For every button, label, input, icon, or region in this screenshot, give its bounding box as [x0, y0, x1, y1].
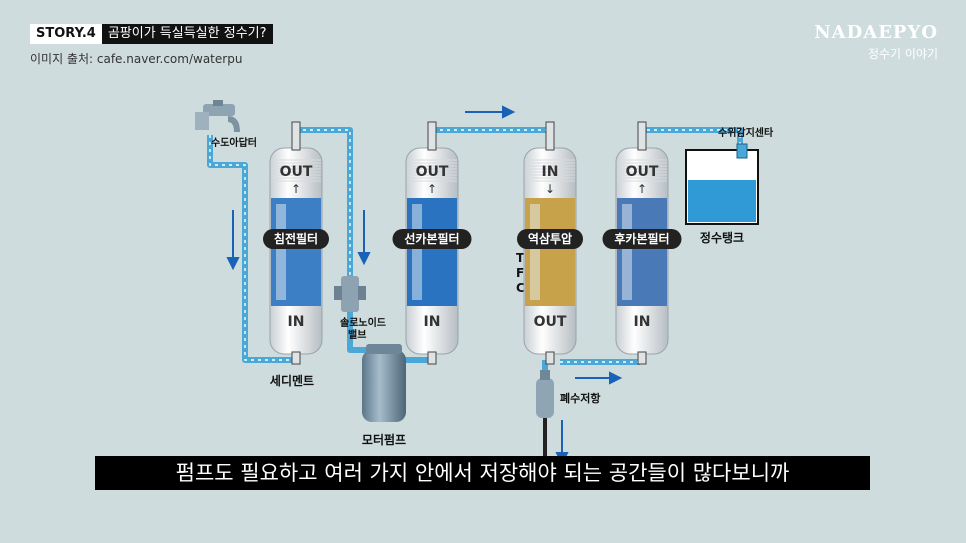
sediment-label: 세디멘트	[270, 373, 314, 388]
story-title: 곰팡이가 득실득실한 정수기?	[101, 24, 273, 44]
filter-cartridges: OUT ↑ IN 침전필터 OUT ↑ IN 선카본필터 IN ↓ OUT 역삼투압 OUT ↑ IN 후카본…	[263, 121, 682, 365]
filter-bottom-label: IN	[288, 314, 305, 330]
story-header: STORY.4 곰팡이가 득실득실한 정수기?	[30, 24, 273, 44]
filter-top-label: IN	[542, 164, 559, 180]
flow-direction-arrow: ↑	[427, 182, 437, 196]
motor-pump-icon	[362, 344, 406, 422]
filter-name: 후카본필터	[614, 231, 669, 246]
flow-direction-arrow: ↑	[637, 182, 647, 196]
brand-logo: NADAEPYO 정수기 이야기	[814, 22, 938, 62]
tank-label: 정수탱크	[700, 230, 744, 245]
filter-name: 선카본필터	[404, 231, 459, 246]
filter-bottom-label: IN	[634, 314, 651, 330]
filter-bottom-label: IN	[424, 314, 441, 330]
filter-cartridge: IN ↓ OUT 역삼투압	[517, 121, 583, 365]
water-tank-icon	[685, 143, 759, 225]
faucet-icon	[195, 100, 240, 132]
filter-name-pill	[517, 229, 583, 249]
pipe-dashes	[209, 129, 741, 363]
filter-name: 침전필터	[274, 231, 318, 246]
filter-name-pill	[602, 229, 682, 249]
check-valve-icon	[536, 370, 554, 418]
filter-name: 역삼투압	[528, 231, 572, 246]
filter-name-pill	[392, 229, 472, 249]
brand-subtitle: 정수기 이야기	[867, 47, 938, 61]
image-credit: 이미지 출처: cafe.naver.com/waterpu	[30, 52, 243, 66]
video-subtitle: 펌프도 필요하고 여러 가지 안에서 저장해야 되는 공간들이 많다보니까	[95, 456, 870, 490]
motor-pump-label: 모터펌프	[362, 432, 406, 447]
sensor-label: 수위감지센타	[718, 126, 774, 139]
flow-direction-arrow: ↓	[545, 182, 555, 196]
check-valve-label: 폐수저항	[560, 391, 600, 405]
brand-name: NADAEPYO	[814, 22, 938, 43]
filter-top-label: OUT	[280, 164, 313, 180]
flow-direction-arrow: ↑	[291, 182, 301, 196]
filter-cartridge: OUT ↑ IN 후카본필터	[602, 121, 682, 365]
filter-top-label: OUT	[626, 164, 659, 180]
pipe-solenoid-to-pump	[347, 310, 372, 353]
filter-name-pill	[263, 229, 329, 249]
filter-cartridge: OUT ↑ IN 침전필터	[263, 121, 329, 365]
filter-cartridge: OUT ↑ IN 선카본필터	[392, 121, 472, 365]
solenoid-valve-icon	[334, 276, 366, 312]
faucet-label: 수도아답터	[211, 136, 257, 149]
story-tag: STORY.4	[30, 24, 102, 44]
flow-arrows	[226, 105, 623, 466]
filter-bottom-label: OUT	[534, 314, 567, 330]
filter-top-label: OUT	[416, 164, 449, 180]
